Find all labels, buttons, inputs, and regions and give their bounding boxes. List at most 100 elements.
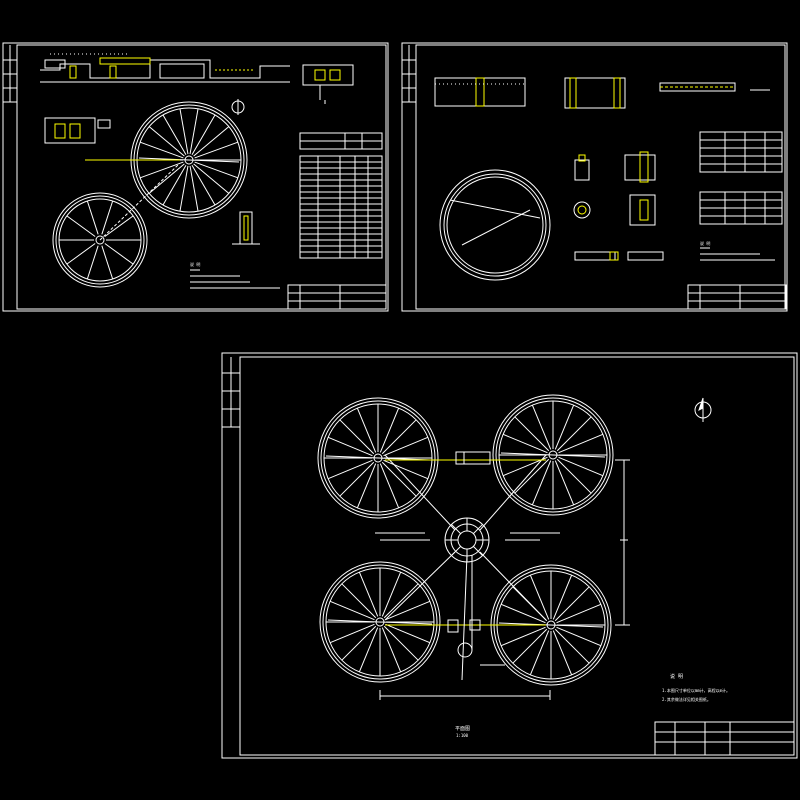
sheet-1-notes — [190, 269, 280, 289]
sheet-3-north-arrow-icon — [694, 397, 712, 422]
tank-spoke — [339, 419, 375, 455]
well-spoke — [473, 546, 483, 556]
sheet-1-table-1 — [299, 132, 383, 150]
sheet-3-dimension-bottom — [379, 690, 551, 700]
tank-spoke — [341, 625, 377, 661]
tank-spoke — [329, 623, 375, 644]
tank-spoke — [383, 459, 429, 480]
sheet-3-notes-title: 说 明 — [670, 673, 683, 680]
sheet-2-frame-inner — [415, 44, 786, 310]
sheet-1-table-2 — [299, 155, 383, 259]
sheet-2-beam-detail — [659, 82, 770, 92]
tank-spoke — [383, 583, 419, 619]
sheet-2-table-1 — [699, 131, 783, 173]
tank-spoke — [385, 600, 431, 621]
tank-spoke — [193, 163, 230, 194]
tank-inner-wall — [55, 195, 145, 285]
sheet-1-frame-outer — [2, 42, 389, 312]
sheet-3-pipes — [380, 454, 547, 681]
tank-spoke — [191, 164, 216, 206]
sheet-3-tank-bottom-left — [319, 561, 441, 683]
well-spoke — [473, 524, 483, 534]
tank-spoke — [500, 603, 546, 624]
tank-inner-wall — [320, 400, 436, 516]
sheet-1-detail-b — [44, 117, 111, 144]
sheet-2-frame-outer — [401, 42, 788, 312]
tank-spoke — [194, 161, 239, 179]
tank-spoke — [552, 630, 573, 676]
tank-inner-wall — [322, 564, 438, 680]
tank-spoke — [379, 407, 400, 453]
tank-center-column — [95, 235, 105, 245]
tank-spoke — [379, 463, 400, 509]
tank-spoke — [514, 416, 550, 452]
sheet-1-north-arrow-icon — [231, 99, 245, 115]
tank-spoke — [381, 419, 417, 455]
tank-spoke — [104, 243, 134, 265]
tank-spoke — [179, 108, 189, 155]
tank-bridge — [500, 452, 606, 458]
tank-bridge — [327, 619, 433, 625]
tank-spoke — [148, 126, 185, 157]
tank-spoke — [500, 626, 546, 647]
tank-outer-wall — [52, 192, 148, 288]
sheet-2-wall-section — [434, 77, 526, 107]
tank-spoke — [529, 630, 550, 676]
sheet-1 — [2, 42, 389, 312]
tank-spoke — [341, 583, 377, 619]
tank-spoke — [148, 163, 185, 194]
sheet-1-detail-c — [232, 211, 260, 245]
sheet-3-note-1: 1.本图尺寸单位以mm计，高程以m计。 — [662, 687, 730, 693]
sheet-1-binding-strip — [3, 45, 17, 103]
sheet-3-frame-inner — [239, 356, 795, 756]
sheet-3-note-2: 2.其余做法详见相关图纸。 — [662, 696, 711, 702]
tank-bridge — [138, 157, 240, 163]
tank-spoke — [189, 165, 199, 212]
tank-spoke — [514, 458, 550, 494]
well-spoke — [451, 524, 461, 534]
sheet-3-scale-label: 1:100 — [456, 733, 469, 738]
tank-outer-wall — [319, 561, 441, 683]
tank-spoke — [531, 460, 552, 506]
tank-spoke — [101, 200, 114, 235]
tank-spoke — [327, 459, 373, 480]
tank-spoke — [381, 627, 402, 673]
tank-spoke — [191, 114, 216, 156]
sheet-3-valve-well-bottom — [447, 619, 481, 633]
tank-spoke — [194, 141, 239, 159]
tank-spoke — [66, 215, 96, 237]
tank-spoke — [556, 458, 592, 494]
tank-spoke — [554, 586, 590, 622]
tank-spoke — [358, 627, 379, 673]
tank-spoke — [381, 461, 417, 497]
tank-bridge — [325, 455, 431, 461]
sheet-3-tank-top-right — [492, 394, 614, 516]
sheet-2-notes-title: 说 明 — [700, 240, 710, 246]
tank-outer-wall — [492, 394, 614, 516]
tank-spoke — [101, 245, 114, 280]
tank-spoke — [558, 433, 604, 454]
tank-spoke — [502, 433, 548, 454]
tank-spoke — [512, 628, 548, 664]
tank-spoke — [86, 200, 99, 235]
tank-spoke — [556, 603, 602, 624]
sheet-1-main-tank — [130, 101, 248, 219]
sheet-2-notes — [700, 247, 775, 261]
tank-spoke — [104, 215, 134, 237]
tank-spoke — [339, 461, 375, 497]
sheet-1-notes-title: 说 明 — [190, 261, 200, 267]
sheet-2 — [401, 42, 788, 312]
tank-spoke — [556, 416, 592, 452]
tank-spoke — [86, 245, 99, 280]
tank-spoke — [552, 574, 573, 620]
tank-spoke — [381, 571, 402, 617]
sheet-1-distributor — [52, 192, 148, 288]
sheet-3-binding-strip — [222, 357, 240, 428]
tank-spoke — [554, 404, 575, 450]
tank-spoke — [356, 407, 377, 453]
tank-spoke — [383, 625, 419, 661]
sheet-3-frame-outer — [221, 352, 798, 759]
sheet-1-frame-inner — [16, 44, 387, 310]
tank-spoke — [139, 161, 184, 179]
tank-spoke — [66, 243, 96, 265]
